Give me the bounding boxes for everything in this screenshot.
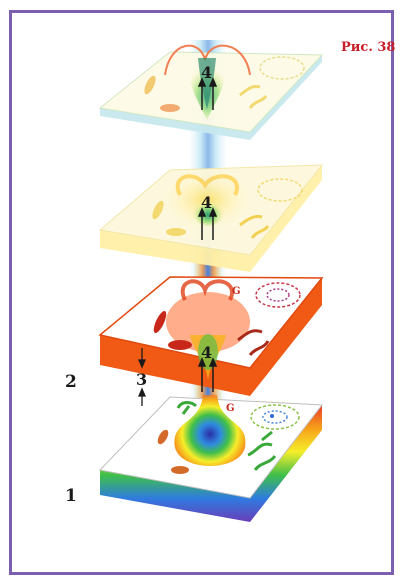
marker-golgi-base: G bbox=[226, 403, 235, 414]
side-label-two: 2 bbox=[65, 372, 77, 392]
top-cell-layer bbox=[100, 46, 322, 140]
side-label-one: 1 bbox=[65, 486, 77, 506]
marker-gap: 3 bbox=[136, 370, 147, 389]
marker-center-top: 4 bbox=[201, 63, 212, 82]
marker-center-upper: 4 bbox=[201, 193, 212, 212]
marker-center-lower: 4 bbox=[201, 343, 212, 362]
upper-cell-layer bbox=[100, 165, 322, 272]
orange-cell-layer bbox=[100, 277, 322, 396]
marker-golgi-orange: G bbox=[232, 286, 241, 297]
base-cell-layer bbox=[100, 395, 322, 522]
figure-label: Рис. 38 bbox=[341, 40, 395, 55]
